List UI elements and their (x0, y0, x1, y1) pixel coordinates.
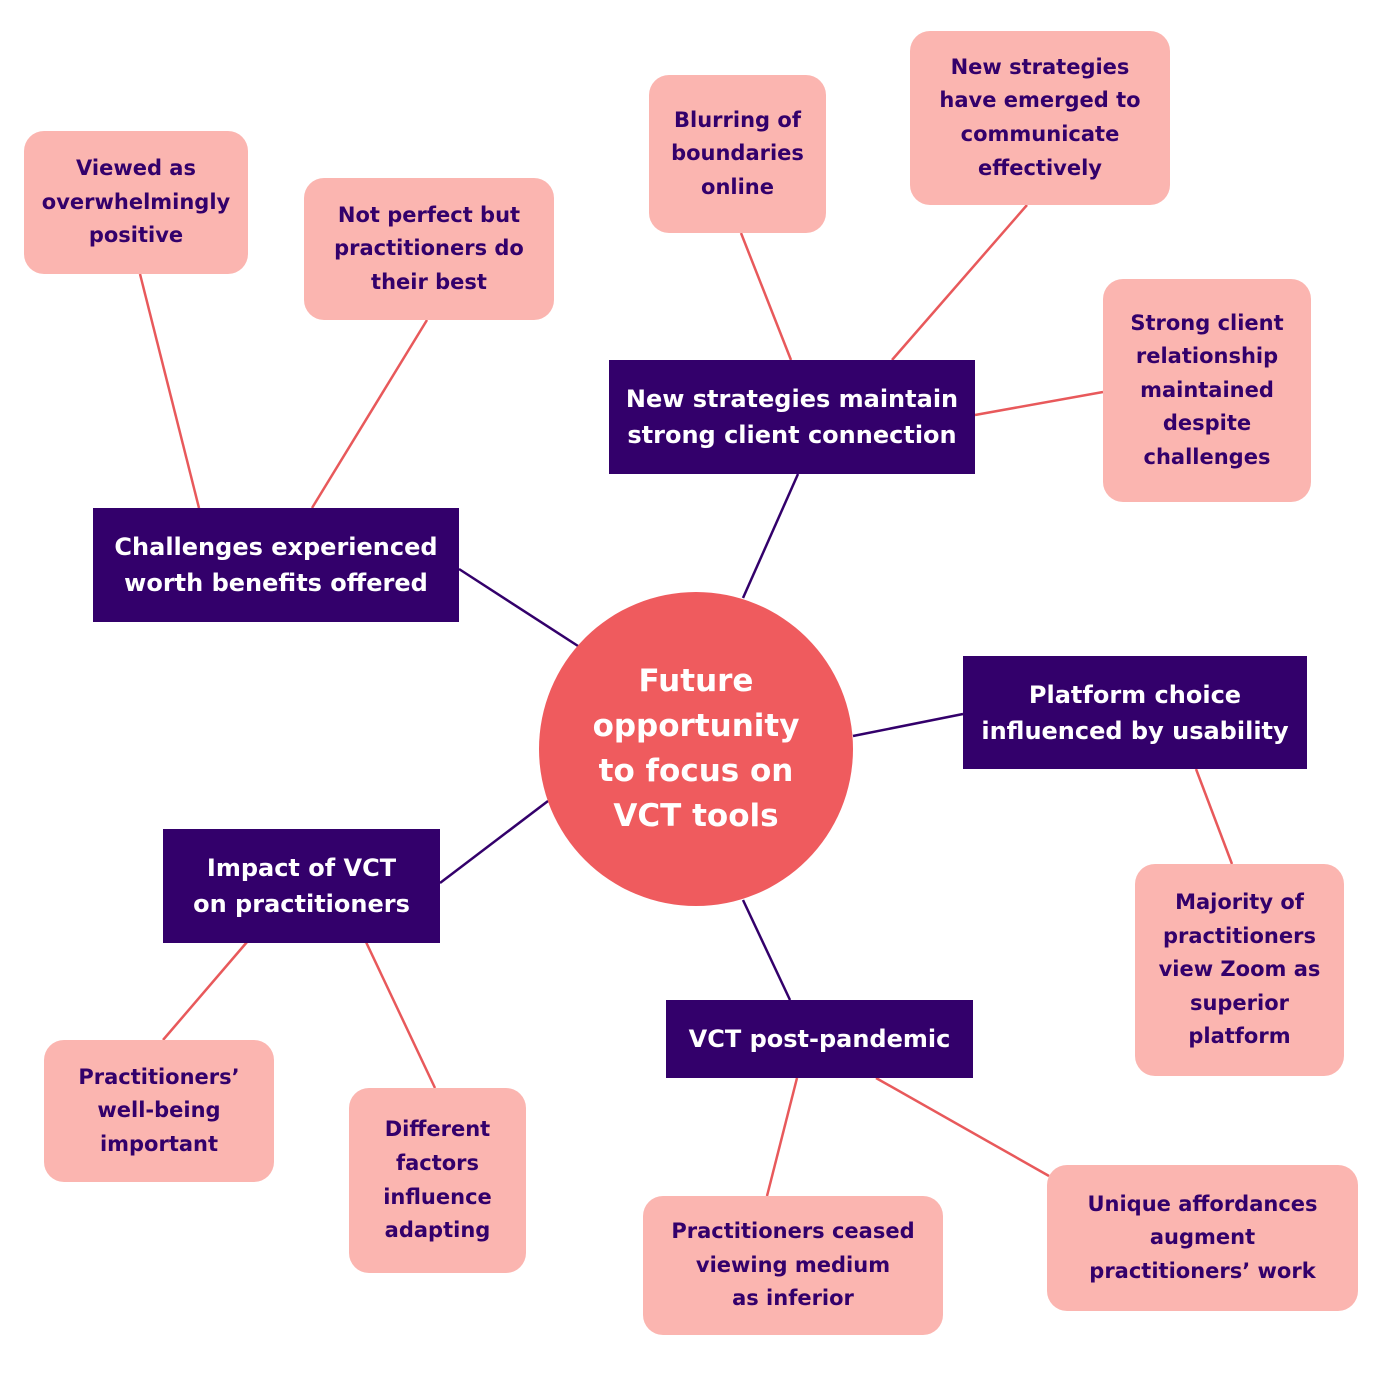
theme-node-impact: Impact of VCT on practitioners (163, 829, 440, 943)
leaf-label-ceased: Practitioners ceased viewing medium as i… (671, 1219, 915, 1311)
link-postpandemic-affordances (875, 1076, 1050, 1178)
leaf-node-perfect: Not perfect but practitioners do their b… (304, 178, 554, 320)
link-center-platform (852, 712, 964, 738)
leaf-label-factors: Different factors influence adapting (383, 1117, 492, 1243)
link-strategies-strong (974, 390, 1104, 417)
leaf-label-perfect: Not perfect but practitioners do their b… (334, 202, 524, 294)
theme-node-challenges: Challenges experienced worth benefits of… (93, 508, 459, 622)
leaf-label-viewed: Viewed as overwhelmingly positive (41, 156, 231, 248)
theme-label-strategies: New strategies maintain strong client co… (625, 385, 959, 449)
link-challenges-viewed (138, 273, 201, 509)
link-center-impact (439, 800, 549, 884)
leaf-label-wellbeing: Practitioners’ well-being important (78, 1064, 240, 1156)
link-platform-majority (1194, 768, 1234, 865)
leaf-node-affordances: Unique affordances augment practitioners… (1047, 1165, 1358, 1311)
theme-label-postpandemic: VCT post-pandemic (688, 1025, 951, 1053)
theme-node-platform: Platform choice influenced by usability (963, 656, 1307, 769)
theme-node-strategies: New strategies maintain strong client co… (609, 360, 975, 474)
leaf-label-majority: Majority of practitioners view Zoom as s… (1158, 890, 1321, 1049)
central-node-label: Future opportunity to focus on VCT tools (592, 663, 800, 834)
central-node: Future opportunity to focus on VCT tools (539, 592, 853, 906)
leaf-label-strong: Strong client relationship maintained de… (1130, 310, 1284, 469)
link-impact-factors (364, 941, 437, 1089)
theme-label-challenges: Challenges experienced worth benefits of… (114, 533, 438, 597)
leaf-node-blurring: Blurring of boundaries online (649, 75, 826, 233)
leaf-label-affordances: Unique affordances augment practitioners… (1087, 1191, 1318, 1283)
leaf-node-factors: Different factors influence adapting (349, 1088, 526, 1273)
leaf-node-ceased: Practitioners ceased viewing medium as i… (643, 1196, 943, 1335)
leaf-node-viewed: Viewed as overwhelmingly positive (24, 131, 248, 274)
leaf-node-strong: Strong client relationship maintained de… (1103, 279, 1311, 502)
link-strategies-blurring (739, 232, 793, 361)
theme-node-postpandemic: VCT post-pandemic (666, 1000, 973, 1078)
link-challenges-perfect (310, 319, 429, 509)
leaf-label-emerged: New strategies have emerged to communica… (939, 54, 1141, 180)
link-strategies-emerged (891, 204, 1028, 361)
link-center-strategies (741, 473, 800, 599)
theme-label-impact: Impact of VCT on practitioners (193, 854, 410, 918)
link-center-challenges (458, 567, 579, 648)
leaf-node-wellbeing: Practitioners’ well-being important (44, 1040, 274, 1182)
link-postpandemic-ceased (765, 1077, 799, 1197)
leaf-node-emerged: New strategies have emerged to communica… (910, 31, 1170, 205)
leaf-label-blurring: Blurring of boundaries online (671, 107, 804, 199)
theme-label-platform: Platform choice influenced by usability (981, 680, 1289, 745)
link-center-postpandemic (741, 899, 792, 1001)
leaf-node-majority: Majority of practitioners view Zoom as s… (1135, 864, 1344, 1076)
link-impact-wellbeing (162, 941, 248, 1041)
